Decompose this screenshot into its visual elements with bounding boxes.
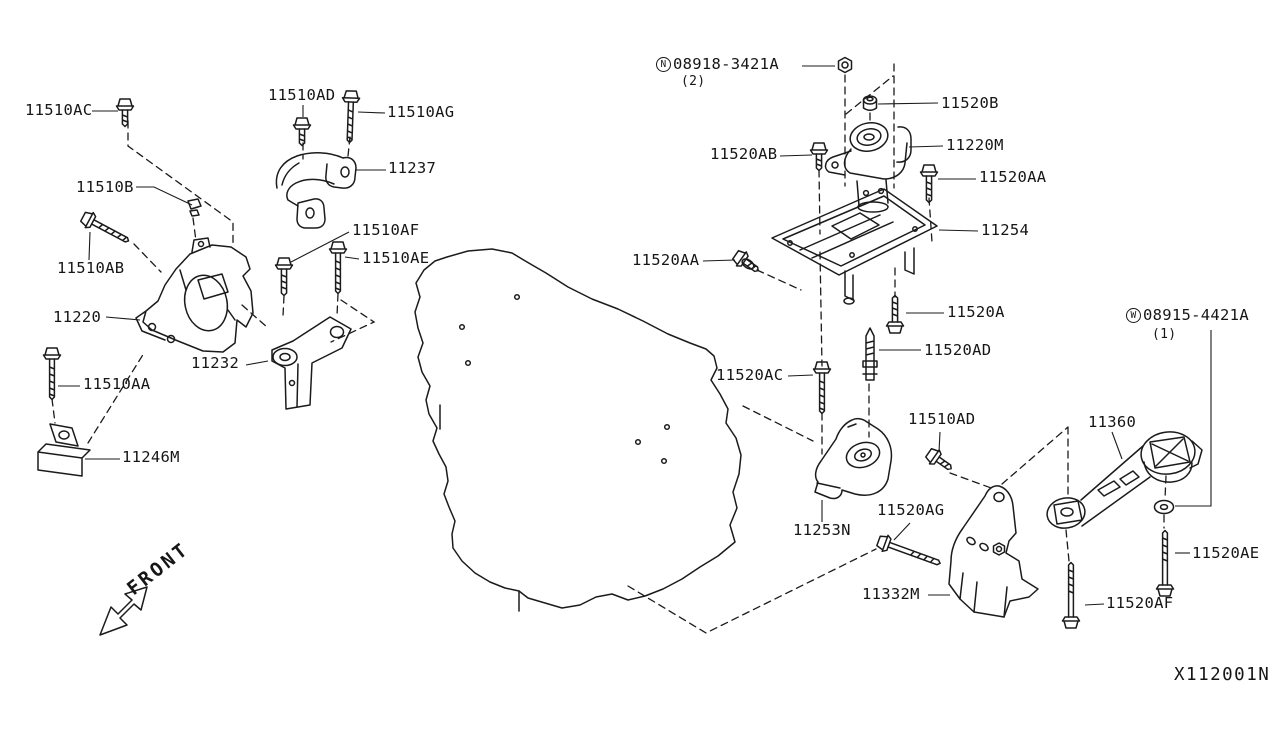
- part-label-11520AA-left: 11520AA: [632, 251, 700, 269]
- part-label-11253N: 11253N: [793, 521, 851, 539]
- washer-11520AA-left: [741, 258, 755, 270]
- part-label-11520AD: 11520AD: [924, 341, 992, 359]
- part-11254-tray: [771, 188, 938, 305]
- part-label-11237: 11237: [388, 159, 437, 177]
- part-label-11520AB: 11520AB: [710, 145, 778, 163]
- part-11246M-damper: [37, 423, 91, 477]
- part-label-11520AC: 11520AC: [716, 366, 784, 384]
- part-label-11510AC: 11510AC: [25, 101, 93, 119]
- nut-08918: [837, 56, 853, 74]
- part-11253N-mount: [814, 417, 893, 500]
- part-label-11332M: 11332M: [862, 585, 920, 603]
- part-11220-mount: [135, 237, 254, 353]
- part-label-11510AF: 11510AF: [352, 221, 420, 239]
- bolt-11520A: [885, 294, 905, 334]
- part-label-11510AA: 11510AA: [83, 375, 151, 393]
- part-label-11246M: 11246M: [122, 448, 180, 466]
- part-label-11510AD-lower: 11510AD: [908, 410, 976, 428]
- part-label-11520AF: 11520AF: [1106, 594, 1174, 612]
- bolt-11510AE: [328, 241, 348, 295]
- hardware-number: 08915-4421A: [1143, 306, 1249, 324]
- part-11360-torque-rod: [1046, 431, 1203, 529]
- part-label-11232: 11232: [191, 354, 240, 372]
- part-label-11520A: 11520A: [947, 303, 1005, 321]
- part-11332M-bracket: [948, 485, 1039, 618]
- part-label-11510AE: 11510AE: [362, 249, 430, 267]
- part-11232-bracket: [271, 316, 352, 410]
- part-label-11360: 11360: [1088, 413, 1137, 431]
- bolt-11510AB: [78, 208, 134, 250]
- part-label-11520AA-right: 11520AA: [979, 168, 1047, 186]
- engine-block-outline: [414, 248, 742, 612]
- bolt-11520AC: [812, 361, 832, 415]
- bolt-11520AF: [1061, 561, 1081, 629]
- dashed-assembly-lines: [51, 63, 1167, 634]
- part-label-11510AG: 11510AG: [387, 103, 455, 121]
- bolt-11510AD-upper: [292, 117, 312, 147]
- washer-08915: [1153, 499, 1175, 515]
- part-label-11510AB: 11510AB: [57, 259, 125, 277]
- bolt-11510AD-lower: [923, 445, 957, 477]
- cap-11520B: [862, 95, 878, 111]
- bolt-11520AE: [1155, 529, 1175, 597]
- circled-n-icon: N: [656, 57, 671, 73]
- circled-w-icon: W: [1126, 308, 1141, 324]
- stud-11520AD: [862, 327, 878, 381]
- part-label-11254: 11254: [981, 221, 1030, 239]
- clip-11510B: [187, 198, 202, 217]
- bolt-11520AA-left: [730, 247, 764, 279]
- front-arrow: [99, 586, 148, 636]
- part-label-11220M: 11220M: [946, 136, 1004, 154]
- fasteners: [42, 56, 1175, 629]
- leader-lines: [58, 65, 1212, 606]
- part-qty-08918: (2): [681, 74, 706, 89]
- bolt-11520AG: [874, 532, 944, 573]
- part-qty-08915: (1): [1152, 327, 1177, 342]
- part-label-08915-4421A: W 08915-4421A: [1126, 306, 1249, 324]
- part-label-08918-3421A: N 08918-3421A: [656, 55, 779, 73]
- part-label-11510B: 11510B: [76, 178, 134, 196]
- part-11237-bracket: [275, 152, 357, 229]
- bolt-11510AG: [340, 89, 361, 144]
- bolt-11510AC: [115, 98, 135, 128]
- bolt-11510AF: [274, 257, 294, 297]
- hardware-number: 08918-3421A: [673, 55, 779, 73]
- part-label-11520B: 11520B: [941, 94, 999, 112]
- part-label-11520AG: 11520AG: [877, 501, 945, 519]
- bolt-11520AA-right: [919, 164, 939, 204]
- part-label-11220: 11220: [53, 308, 102, 326]
- part-label-11520AE: 11520AE: [1192, 544, 1260, 562]
- bolt-11510AA: [42, 347, 62, 401]
- diagram-code: X112001N: [1174, 665, 1271, 685]
- part-label-11510AD-upper: 11510AD: [268, 86, 336, 104]
